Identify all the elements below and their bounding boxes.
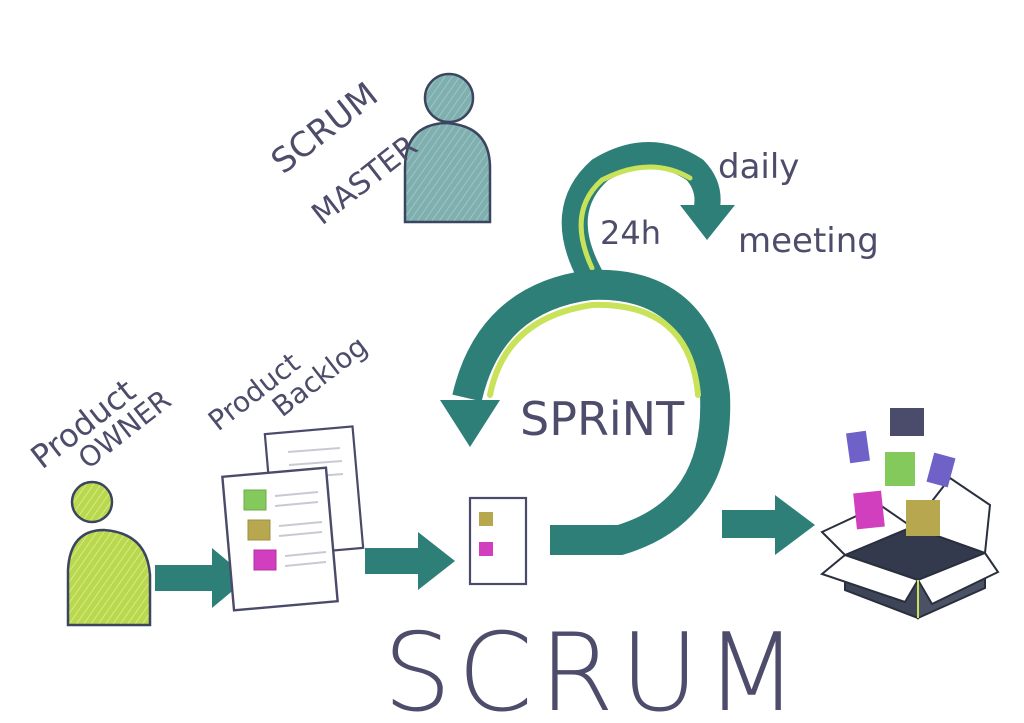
product-owner-figure: Product OWNER [24,372,177,627]
increment-item [846,430,870,464]
sprint-cycle: SPRiNT [440,269,731,555]
daily-loop: 24h daily meeting [561,142,879,288]
open-box-icon [819,476,1000,620]
document-stack-icon [221,425,365,612]
increment-item [885,452,915,486]
flow-arrow-1 [155,548,248,608]
person-icon [66,480,152,627]
person-icon [403,72,492,224]
daily-label: daily [718,147,799,187]
increment-item [853,490,885,530]
scrum-master-figure: SCRUM MASTER [264,72,492,232]
circular-arrow-icon [440,269,731,555]
document-icon [468,496,528,586]
hours-label: 24h [600,214,661,252]
increment-item [890,408,924,436]
loop-arrow-icon [561,142,735,288]
meeting-label: meeting [738,221,879,261]
sprint-label: SPRiNT [520,392,685,446]
flow-arrow-3 [722,495,815,555]
increment-box [819,408,1000,620]
sprint-backlog [468,496,528,586]
flow-arrow-2 [365,532,455,590]
increment-item [906,500,940,536]
page-title: SCRUM [383,611,804,723]
increment-item [926,452,956,488]
